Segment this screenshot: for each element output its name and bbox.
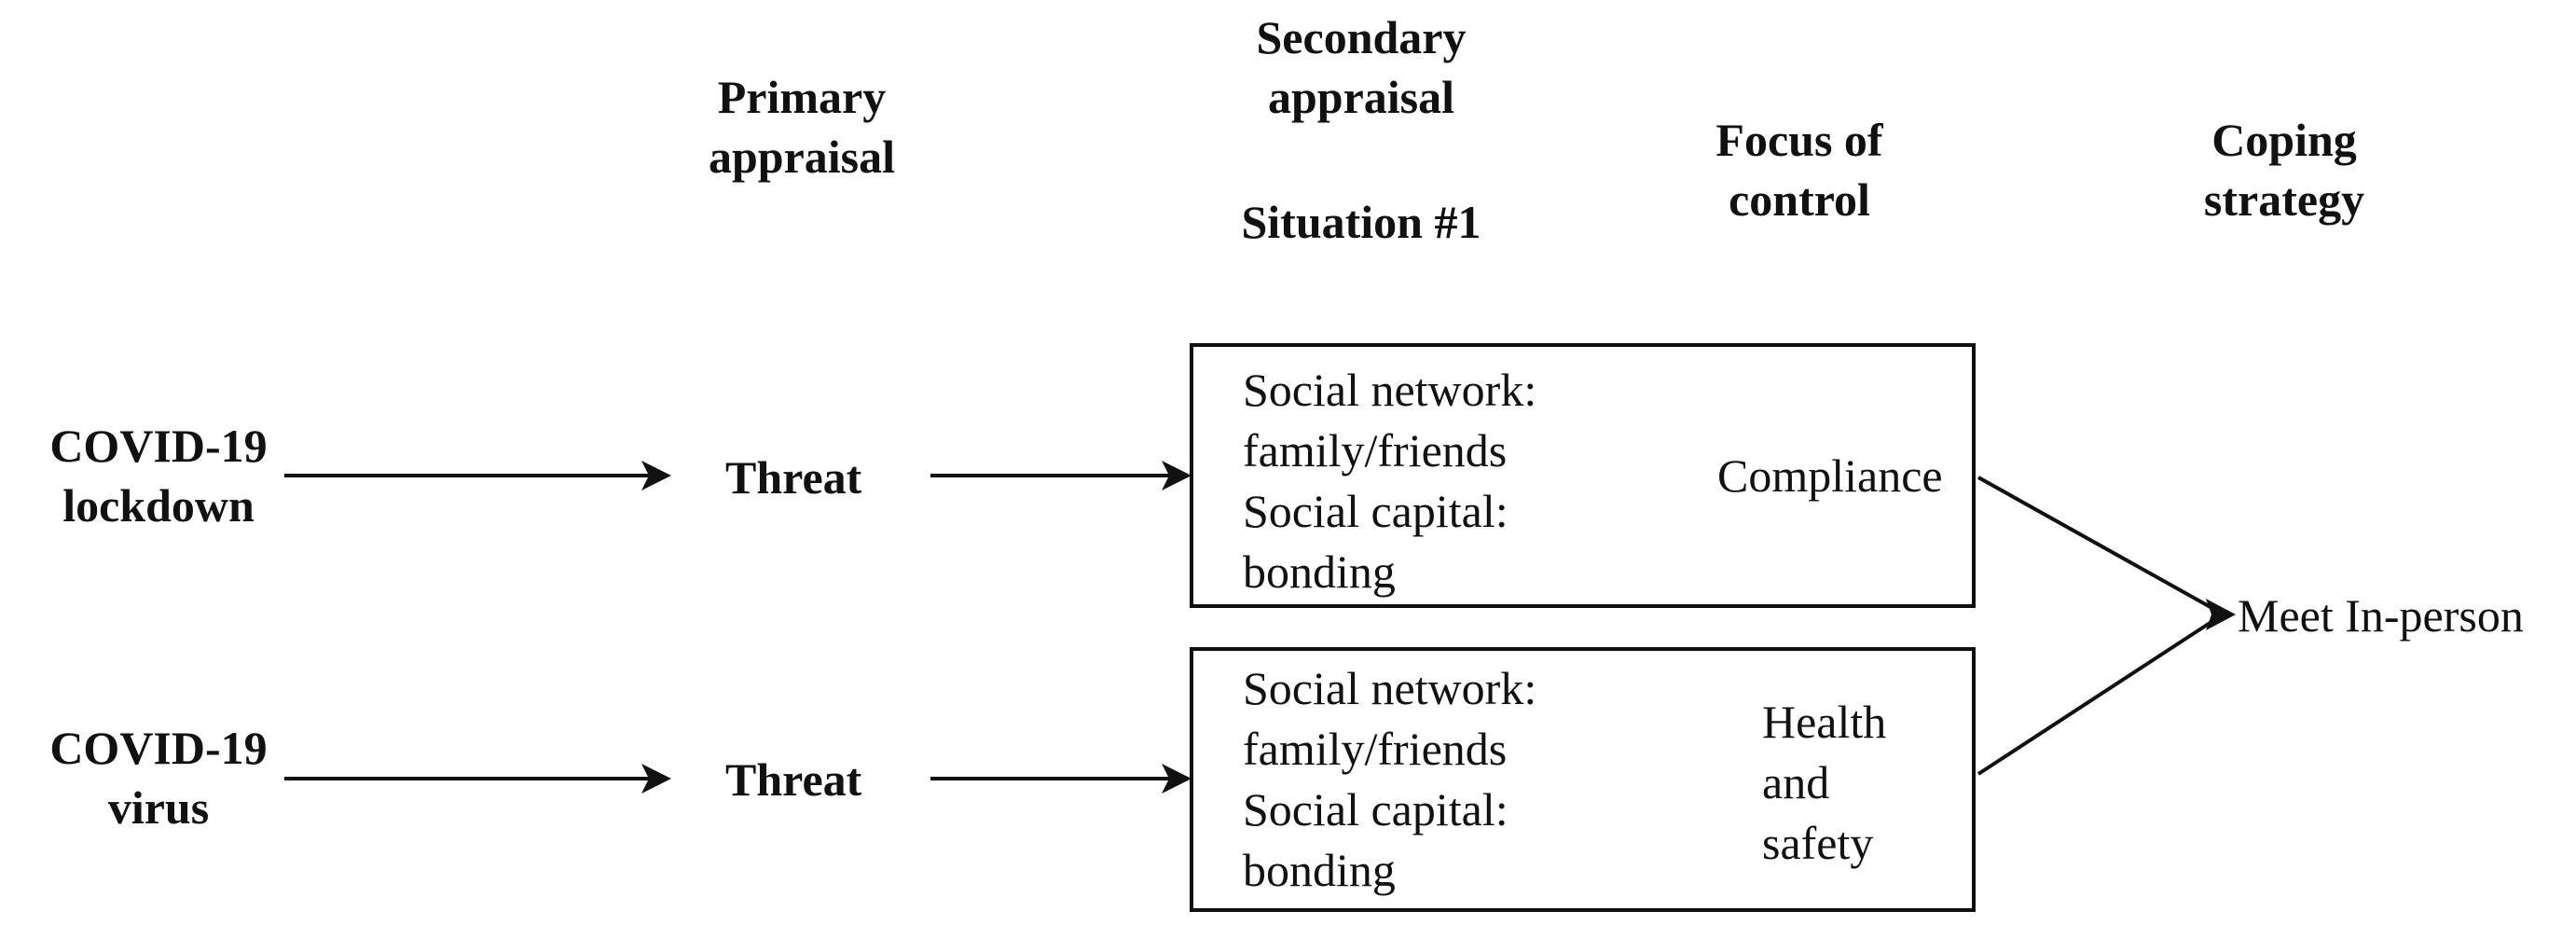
threat-label-1: Threat — [725, 451, 862, 504]
header-primary-appraisal: Primary appraisal — [653, 67, 951, 186]
outcome-meet-in-person: Meet In-person — [2238, 589, 2524, 642]
source-line: COVID-19 — [49, 420, 268, 472]
header-primary-appraisal-line: Primary — [717, 71, 887, 123]
arrow-health-to-outcome — [1977, 616, 2219, 776]
box-line: Social network: — [1243, 662, 1537, 714]
header-secondary-appraisal-line: appraisal — [1267, 71, 1455, 123]
control-line: Health — [1762, 696, 1887, 748]
box-line: family/friends — [1243, 723, 1508, 775]
box-line: family/friends — [1243, 424, 1508, 476]
control-compliance: Compliance — [1717, 446, 1943, 506]
header-situation: Situation #1 — [1241, 196, 1481, 248]
arrowhead-icon — [2206, 599, 2236, 630]
header-coping-strategy: Coping strategy — [2144, 110, 2424, 229]
header-coping-strategy-line: strategy — [2203, 173, 2365, 226]
box-line: Social capital: — [1243, 783, 1508, 835]
arrow-compliance-to-outcome — [1977, 476, 2218, 613]
header-focus-of-control: Focus of control — [1660, 110, 1939, 229]
threat-label-2: Threat — [725, 753, 862, 806]
source-virus: COVID-19 virus — [19, 718, 298, 837]
arrowhead-icon — [1162, 764, 1192, 794]
header-coping-strategy-line: Coping — [2211, 114, 2357, 166]
header-primary-appraisal-line: appraisal — [708, 131, 896, 183]
arrowhead-icon — [1162, 461, 1192, 490]
control-line: Compliance — [1717, 449, 1943, 502]
source-line: lockdown — [62, 479, 255, 532]
control-line: and — [1762, 756, 1830, 808]
header-secondary-appraisal: Secondary appraisal — [1212, 7, 1510, 127]
secondary-appraisal-box-2 — [1190, 647, 1976, 912]
control-line: safety — [1762, 817, 1874, 869]
control-health-safety: Health and safety — [1762, 692, 1886, 874]
arrowhead-icon — [641, 461, 671, 490]
box-1-text: Social network: family/friends Social ca… — [1243, 360, 1536, 602]
box-line: Social network: — [1243, 364, 1537, 416]
box-line: bonding — [1243, 844, 1396, 896]
box-line: Social capital: — [1243, 485, 1508, 537]
box-2-text: Social network: family/friends Social ca… — [1243, 658, 1536, 901]
source-line: COVID-19 — [49, 722, 268, 774]
header-secondary-appraisal-line: Secondary — [1256, 11, 1467, 63]
header-focus-of-control-line: control — [1729, 173, 1870, 226]
source-line: virus — [107, 781, 210, 834]
header-focus-of-control-line: Focus of — [1715, 114, 1883, 166]
source-lockdown: COVID-19 lockdown — [19, 416, 298, 535]
box-line: bonding — [1243, 545, 1396, 598]
arrowhead-icon — [641, 764, 671, 794]
